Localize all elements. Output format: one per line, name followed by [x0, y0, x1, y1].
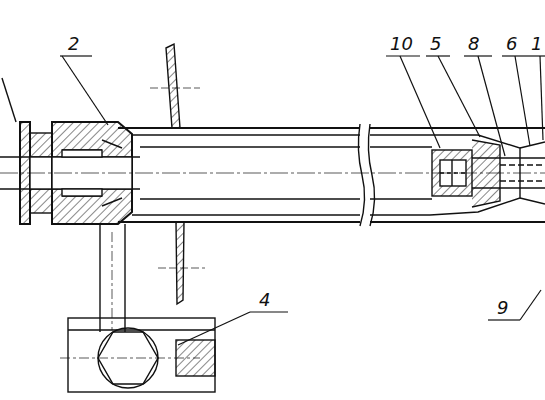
down-pipe — [100, 224, 125, 332]
callout-number: 5 — [430, 34, 441, 54]
leader-lines — [60, 56, 545, 345]
callout-number: 9 — [497, 298, 508, 318]
callout-number: 1 — [531, 34, 542, 54]
nozzle-assembly — [430, 135, 545, 215]
union-fitting — [60, 318, 215, 392]
leader-line — [2, 78, 16, 122]
main-tube — [118, 124, 545, 226]
callout-number: 4 — [259, 290, 270, 310]
flange-plate — [150, 44, 205, 304]
callout-number: 2 — [68, 34, 79, 54]
callout-number: 6 — [506, 34, 517, 54]
callout-number: 8 — [468, 34, 479, 54]
callout-number: 10 — [390, 34, 413, 54]
